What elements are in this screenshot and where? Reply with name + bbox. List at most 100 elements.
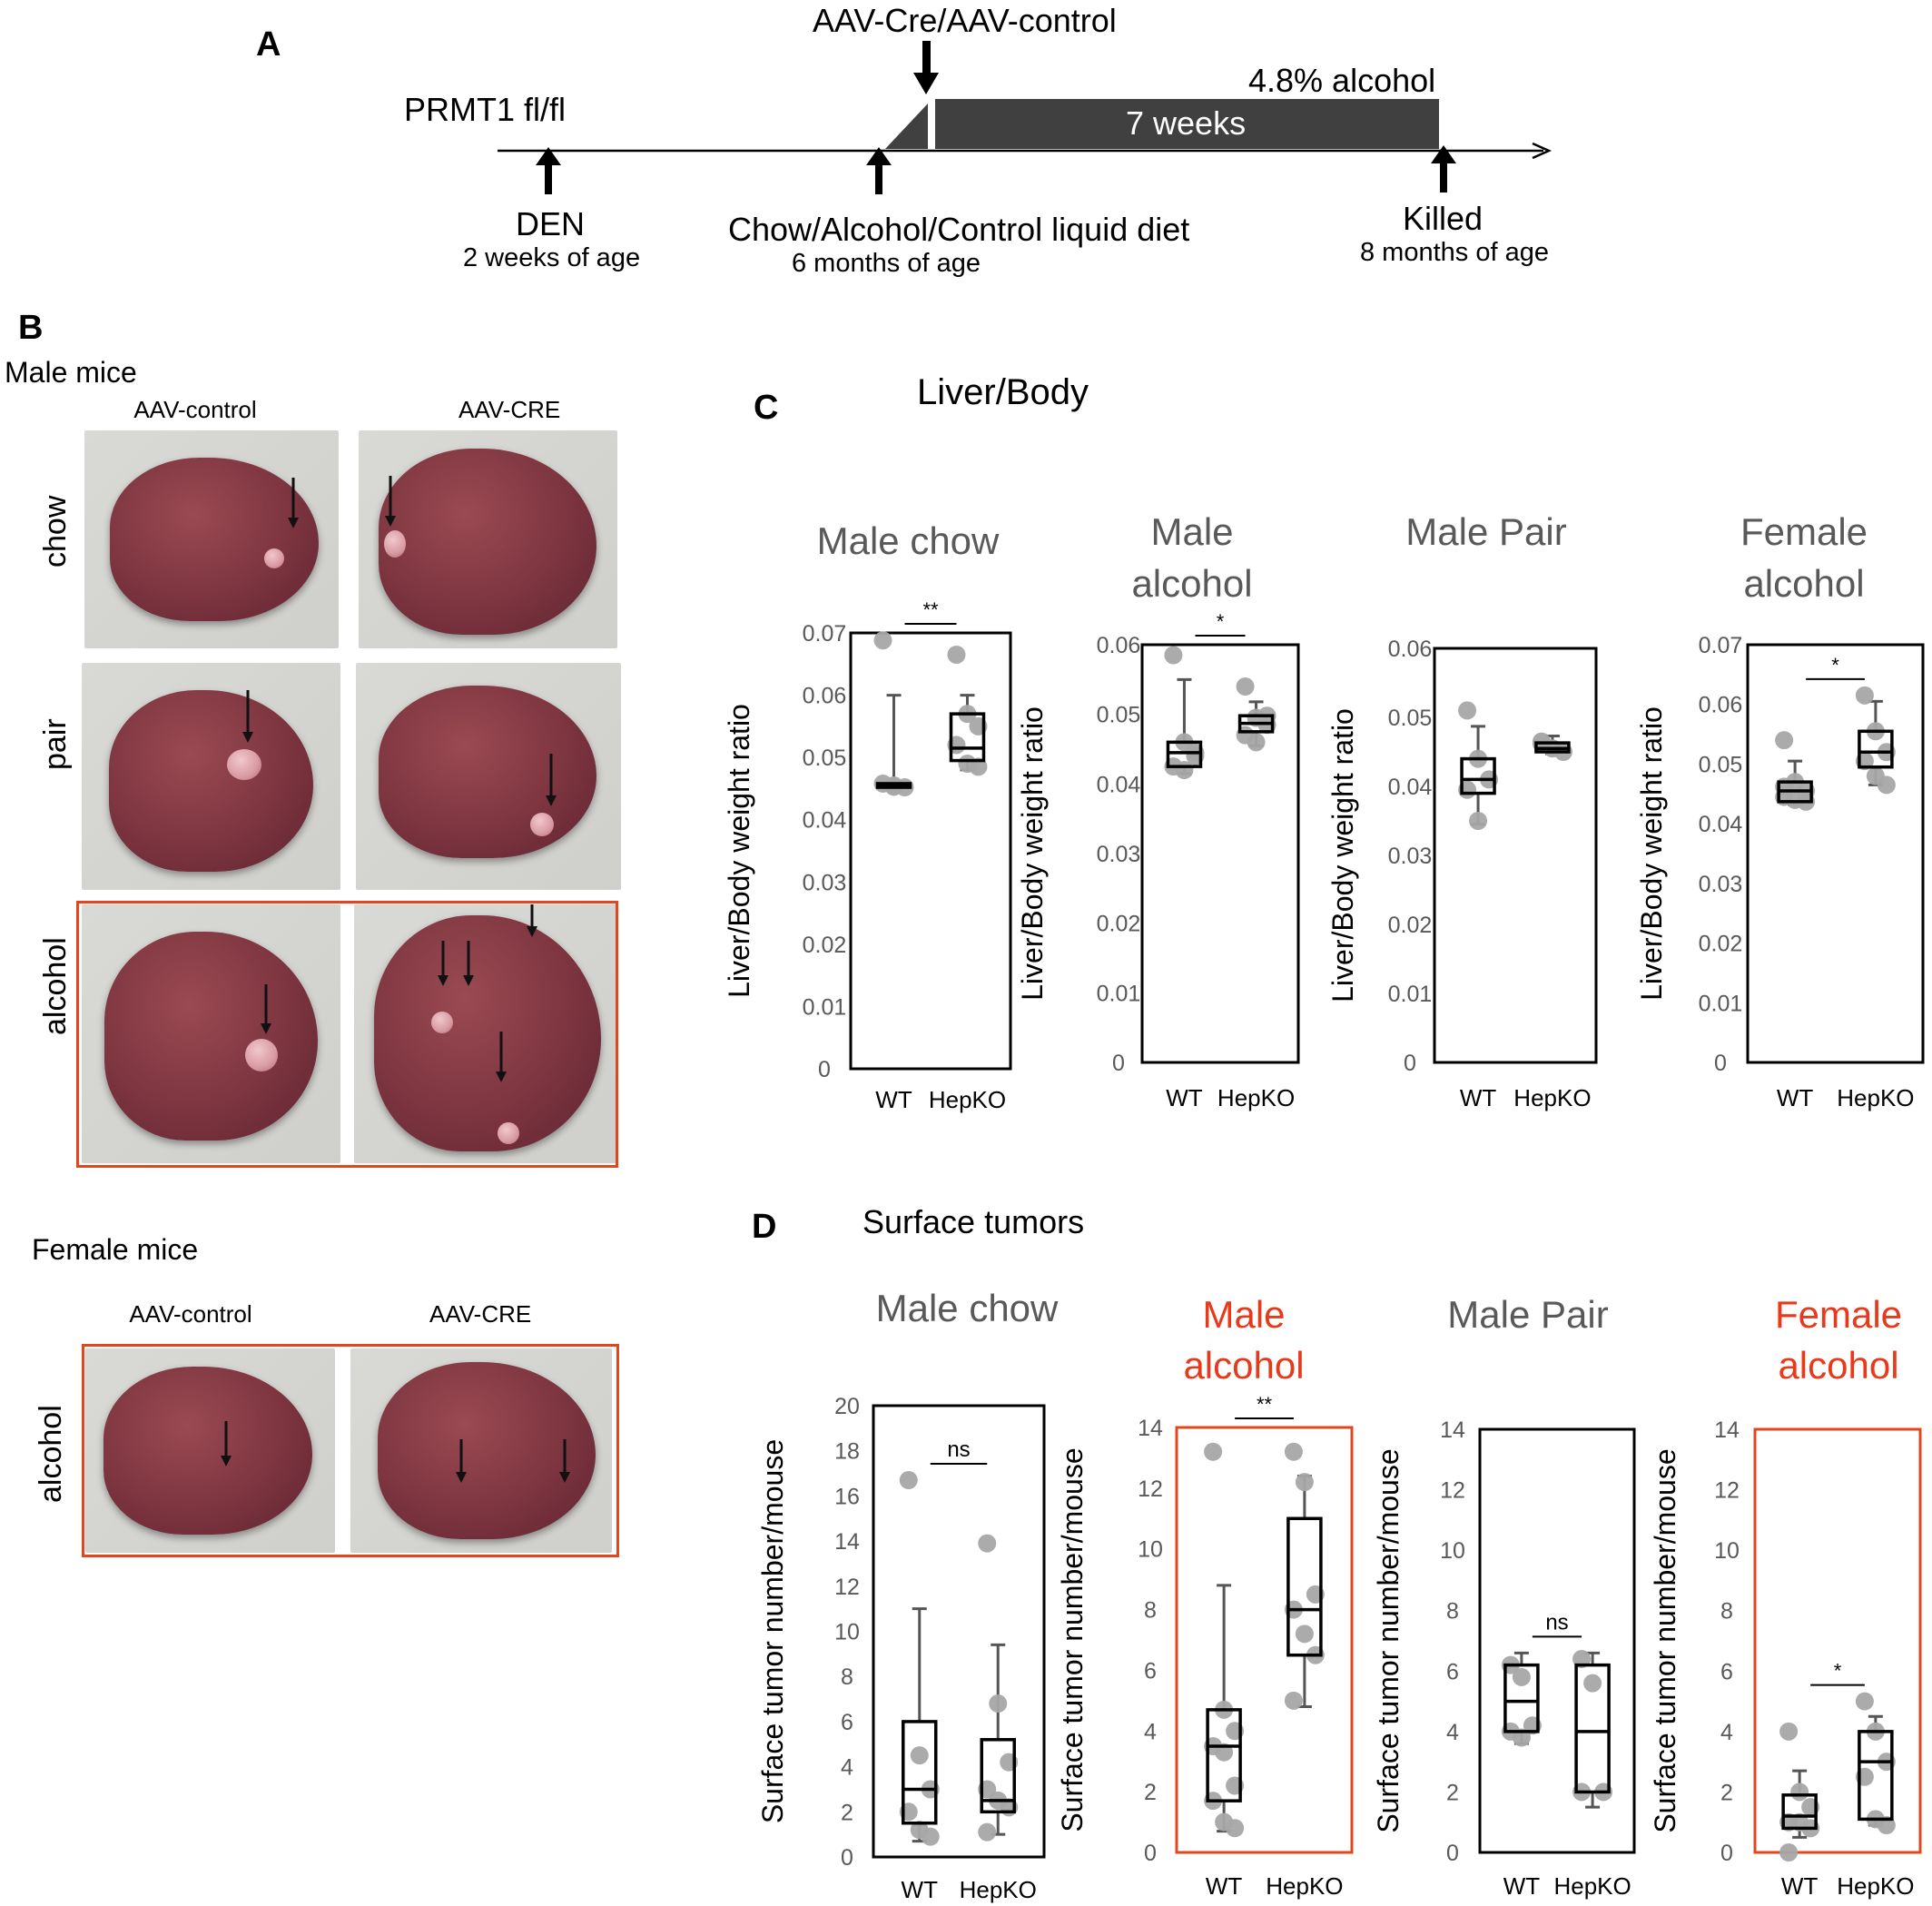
c-male-pair-data-point bbox=[1469, 812, 1488, 830]
d-female-alcohol-ytick-label: 10 bbox=[1714, 1538, 1740, 1564]
d-male-chow-ytick-label: 18 bbox=[834, 1439, 860, 1465]
panel-letter-b: B bbox=[18, 309, 44, 347]
d-female-alcohol-title-line: alcohol bbox=[1778, 1344, 1898, 1387]
photo-alcohol-control bbox=[82, 904, 340, 1163]
photo-female-alcohol-cre bbox=[350, 1348, 612, 1553]
d-male-chow-ytick-label: 10 bbox=[834, 1620, 860, 1645]
d-female-alcohol-ytick-label: 2 bbox=[1720, 1780, 1733, 1805]
panel-letter-a: A bbox=[256, 25, 281, 64]
diet-ramp bbox=[885, 104, 928, 149]
c-male-alcohol-chart: Malealcohol00.010.020.030.040.050.06Live… bbox=[1016, 510, 1300, 1111]
c-male-pair-box bbox=[1460, 756, 1496, 795]
d-female-alcohol-data-point bbox=[1779, 1722, 1799, 1741]
d-male-alcohol-ytick-label: 10 bbox=[1138, 1537, 1163, 1563]
d-male-pair-ytick-label: 4 bbox=[1446, 1720, 1459, 1745]
c-male-chow-data-point bbox=[873, 631, 892, 650]
c-female-alcohol-data-point bbox=[1855, 686, 1874, 705]
c-male-alcohol-ytick-label: 0.04 bbox=[1097, 772, 1141, 797]
c-male-pair-title-line: Male Pair bbox=[1405, 510, 1566, 553]
c-female-alcohol-data-point bbox=[1877, 775, 1896, 795]
d-male-alcohol-ytick-label: 0 bbox=[1144, 1841, 1157, 1866]
d-male-pair-significance-label: ns bbox=[1545, 1610, 1568, 1634]
female-mice-title: Female mice bbox=[32, 1233, 199, 1266]
d-male-alcohol-category-label: HepKO bbox=[1266, 1872, 1343, 1900]
photo-chow-cre bbox=[359, 430, 617, 648]
c-male-chow-title-line: Male chow bbox=[817, 519, 1000, 562]
timeline-graphic bbox=[498, 41, 1552, 194]
panel-letter-d: D bbox=[752, 1208, 777, 1246]
photo-pair-cre bbox=[356, 663, 621, 890]
c-male-chow-ytick-label: 0.02 bbox=[803, 933, 847, 958]
killed-age-label: 8 months of age bbox=[1360, 238, 1549, 267]
diet-label: Chow/Alcohol/Control liquid diet bbox=[728, 211, 1190, 248]
d-male-chow-ytick-label: 16 bbox=[834, 1484, 860, 1509]
c-male-chow-ytick-label: 0.04 bbox=[803, 808, 847, 834]
d-male-chow-data-point bbox=[910, 1746, 929, 1765]
c-male-chow-ylabel: Liver/Body weight ratio bbox=[723, 704, 755, 998]
d-male-chow-box bbox=[980, 1738, 1016, 1814]
d-male-chow-data-point bbox=[921, 1827, 940, 1846]
c-male-chow-category-label: WT bbox=[875, 1086, 912, 1113]
d-female-alcohol-category-label: HepKO bbox=[1837, 1872, 1914, 1900]
d-female-alcohol-data-point bbox=[1855, 1692, 1874, 1711]
d-male-alcohol-data-point bbox=[1204, 1442, 1223, 1461]
d-male-alcohol-plot-frame bbox=[1175, 1426, 1354, 1854]
c-male-pair-chart: Male Pair00.010.020.030.040.050.06Liver/… bbox=[1326, 510, 1598, 1111]
d-male-pair-ylabel: Surface tumor number/mouse bbox=[1372, 1448, 1405, 1832]
female-col-label-cre: AAV-CRE bbox=[429, 1300, 532, 1328]
d-female-alcohol-box bbox=[1858, 1730, 1894, 1822]
c-female-alcohol-ytick-label: 0.05 bbox=[1699, 752, 1743, 777]
c-male-alcohol-category-label: WT bbox=[1166, 1084, 1203, 1111]
c-female-alcohol-ylabel: Liver/Body weight ratio bbox=[1635, 706, 1668, 1001]
d-male-pair-ytick-label: 12 bbox=[1440, 1478, 1465, 1504]
d-male-chow-title-line: Male chow bbox=[876, 1287, 1059, 1329]
c-male-alcohol-category-label: HepKO bbox=[1217, 1084, 1295, 1111]
section-d-title: Surface tumors bbox=[862, 1203, 1085, 1240]
d-female-alcohol-ytick-label: 12 bbox=[1714, 1478, 1740, 1504]
c-male-alcohol-plot-frame bbox=[1140, 643, 1300, 1064]
d-male-chow-ytick-label: 4 bbox=[841, 1755, 853, 1781]
den-label: DEN bbox=[516, 205, 586, 242]
c-male-chow-ytick-label: 0.01 bbox=[803, 994, 847, 1020]
c-male-pair-ytick-label: 0.03 bbox=[1388, 844, 1433, 869]
c-female-alcohol-plot-frame bbox=[1746, 643, 1925, 1064]
d-male-chow-significance-label: ns bbox=[947, 1437, 970, 1462]
photo-female-alcohol-control bbox=[85, 1348, 335, 1553]
d-male-pair-ytick-label: 0 bbox=[1446, 1841, 1459, 1866]
d-male-alcohol-data-point bbox=[1295, 1625, 1314, 1644]
d-male-chow-data-point bbox=[899, 1471, 918, 1490]
d-male-chow-ytick-label: 0 bbox=[841, 1845, 853, 1871]
d-male-chow-ytick-label: 12 bbox=[834, 1575, 860, 1600]
d-male-chow-ytick-label: 20 bbox=[834, 1394, 860, 1419]
c-male-chow-ytick-label: 0 bbox=[818, 1057, 831, 1082]
d-male-pair-ytick-label: 8 bbox=[1446, 1599, 1459, 1625]
c-female-alcohol-category-label: HepKO bbox=[1837, 1084, 1914, 1111]
c-male-chow-data-point bbox=[947, 646, 966, 664]
d-male-pair-ytick-label: 2 bbox=[1446, 1780, 1459, 1805]
d-male-alcohol-ytick-label: 8 bbox=[1144, 1598, 1157, 1624]
c-female-alcohol-box bbox=[1858, 729, 1894, 769]
male-mice-title: Male mice bbox=[5, 356, 137, 389]
c-male-alcohol-ylabel: Liver/Body weight ratio bbox=[1016, 706, 1049, 1001]
duration-label: 7 weeks bbox=[1126, 104, 1247, 142]
d-female-alcohol-data-point bbox=[1790, 1783, 1809, 1802]
c-female-alcohol-ytick-label: 0.01 bbox=[1699, 991, 1743, 1016]
c-male-pair-ytick-label: 0.01 bbox=[1388, 982, 1433, 1007]
c-female-alcohol-title-line: Female bbox=[1740, 510, 1868, 553]
c-male-pair-ytick-label: 0.04 bbox=[1388, 775, 1433, 800]
d-male-pair-ytick-label: 6 bbox=[1446, 1659, 1459, 1684]
c-female-alcohol-chart: Femalealcohol00.010.020.030.040.050.060.… bbox=[1635, 510, 1925, 1111]
d-female-alcohol-title-line: Female bbox=[1775, 1293, 1902, 1336]
c-male-pair-ytick-label: 0.06 bbox=[1388, 637, 1433, 662]
c-male-pair-ytick-label: 0.02 bbox=[1388, 913, 1433, 938]
d-female-alcohol-ylabel: Surface tumor number/mouse bbox=[1649, 1448, 1681, 1832]
d-male-alcohol-category-label: WT bbox=[1206, 1872, 1243, 1900]
d-female-alcohol-data-point bbox=[1779, 1843, 1799, 1862]
d-male-alcohol-data-point bbox=[1295, 1473, 1314, 1492]
d-male-chow-box bbox=[902, 1720, 938, 1825]
c-male-alcohol-ytick-label: 0.02 bbox=[1097, 912, 1141, 937]
c-male-alcohol-ytick-label: 0.06 bbox=[1097, 633, 1141, 658]
d-male-alcohol-ytick-label: 12 bbox=[1138, 1476, 1163, 1502]
